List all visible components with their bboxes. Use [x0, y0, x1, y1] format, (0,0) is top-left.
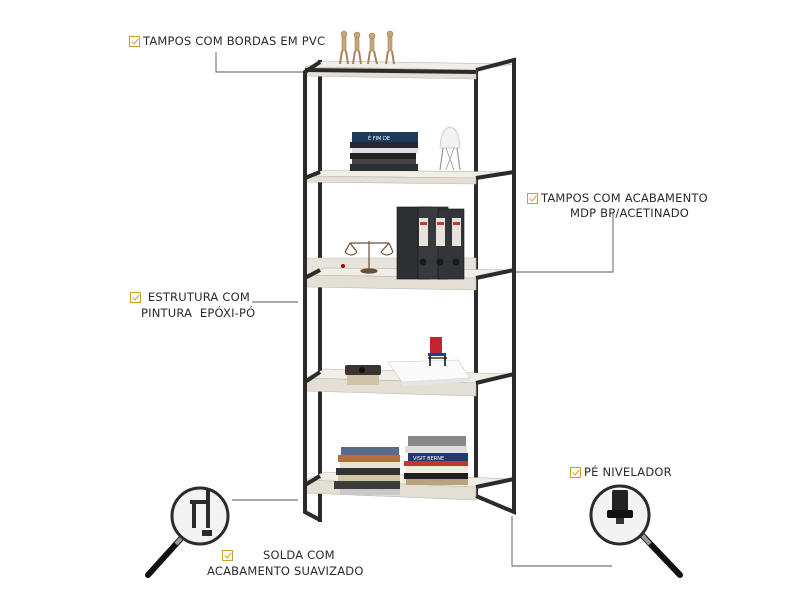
callout-tampos-pvc: TAMPOS COM BORDAS EM PVC: [129, 34, 325, 48]
binders: [396, 206, 465, 280]
coffee-table-book: [387, 359, 471, 386]
check-icon: [527, 193, 538, 204]
callout-solda-line2-text: ACABAMENTO SUAVIZADO: [207, 564, 364, 578]
projector-ornament: [345, 365, 381, 385]
callout-acabamento-line2: MDP BP/ACETINADO: [570, 206, 690, 220]
callout-acabamento-line1: TAMPOS COM ACABAMENTO: [541, 191, 708, 205]
callout-solda-line2: ACABAMENTO SUAVIZADO: [207, 564, 364, 578]
leader-tampos-pvc: [215, 52, 305, 73]
book-stack-shelf-2: [350, 132, 418, 171]
check-icon: [129, 36, 140, 47]
check-icon: [130, 292, 141, 303]
callout-acabamento: TAMPOS COM ACABAMENTO: [527, 191, 708, 205]
shelves: [304, 60, 515, 501]
leader-pe-nivelador: [511, 516, 612, 567]
figurine-1: [339, 30, 349, 65]
figurine-4: [385, 30, 395, 65]
check-icon: [222, 550, 233, 561]
leader-acabamento: [478, 213, 614, 273]
callout-estrutura-2: PINTURA EPÓXI-PÓ: [141, 306, 255, 320]
callout-solda-line1-text: SOLDA COM: [263, 548, 335, 562]
book-title-top-stack: É FIM DE: [368, 134, 390, 142]
callout-pe-nivelador: PÉ NIVELADOR: [570, 465, 672, 479]
left-frame: [303, 60, 322, 522]
frame-front: [303, 57, 516, 522]
callout-estrutura-line2: PINTURA EPÓXI-PÓ: [141, 306, 256, 320]
callout-estrutura-line1: ESTRUTURA COM: [147, 290, 250, 304]
book-stack-right: [404, 436, 468, 485]
callout-acabamento-2: MDP BP/ACETINADO: [570, 206, 689, 220]
pen-cup: [341, 264, 345, 268]
figurine-3: [367, 32, 378, 65]
book-title-middle-stack: VISIT BERNE: [413, 456, 444, 462]
right-frame: [475, 57, 516, 516]
red-chair-ornament: [428, 337, 447, 366]
callout-tampos-pvc-label: TAMPOS COM BORDAS EM PVC: [143, 34, 326, 48]
callout-estrutura: ESTRUTURA COM: [130, 290, 250, 304]
magnifier-weld: [145, 486, 230, 578]
callout-solda-line1: SOLDA COM: [263, 548, 335, 562]
figurine-2: [352, 31, 362, 65]
chair-ornament: [439, 126, 461, 171]
scale-ornament: [344, 241, 394, 274]
check-icon: [570, 467, 581, 478]
book-stack-left: [334, 447, 400, 495]
callout-pe-nivelador-label: PÉ NIVELADOR: [584, 465, 672, 479]
leader-lines: [215, 52, 614, 567]
callout-solda: [222, 548, 236, 562]
wooden-figurines: [339, 30, 395, 65]
magnifier-foot: [589, 484, 683, 578]
